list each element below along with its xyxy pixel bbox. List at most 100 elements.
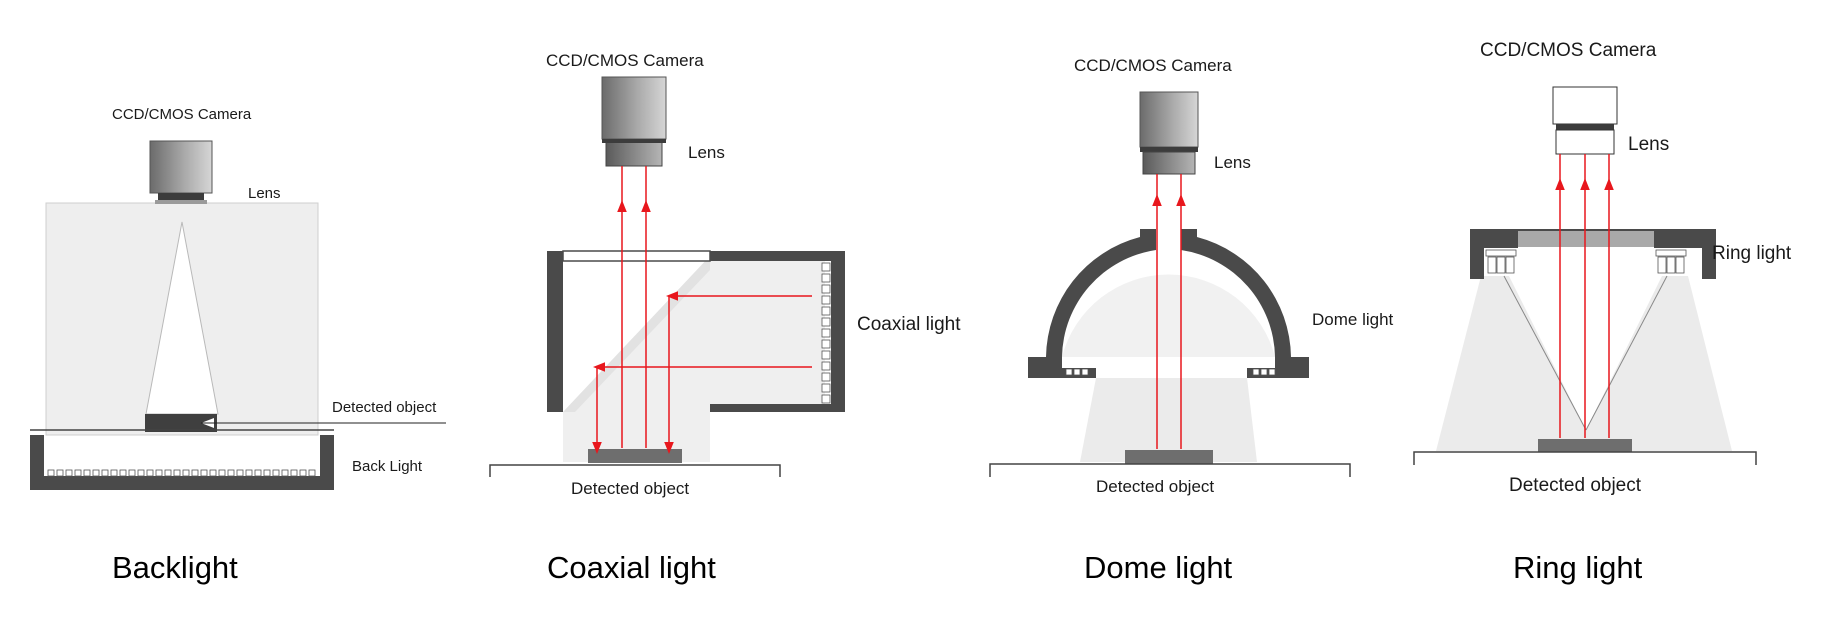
lens-collar (1140, 147, 1198, 152)
led (245, 469, 253, 477)
lens-ring (155, 200, 207, 204)
led (821, 262, 831, 272)
dome-aperture (1156, 231, 1181, 248)
led (191, 469, 199, 477)
led (1657, 256, 1667, 274)
led (146, 469, 154, 477)
led (821, 317, 831, 327)
led-bar (1655, 249, 1687, 257)
lens-collar (602, 139, 666, 143)
dome-interior (1062, 274, 1275, 357)
stage-line (1413, 451, 1757, 465)
camera-body (1139, 91, 1199, 148)
lens (1555, 129, 1615, 155)
led (227, 469, 235, 477)
stage-line (989, 463, 1351, 477)
stage-line (489, 464, 781, 477)
object-label: Detected object (1509, 475, 1642, 496)
detected-object (1538, 439, 1632, 452)
led (821, 273, 831, 283)
led (173, 469, 181, 477)
reflect-line-left (1503, 275, 1587, 431)
led (1252, 368, 1260, 376)
led (119, 469, 127, 477)
caption-ring: Ring light (1513, 550, 1643, 585)
led (263, 469, 271, 477)
camera-label: CCD/CMOS Camera (112, 106, 252, 123)
led (272, 469, 280, 477)
led (821, 394, 831, 404)
panel-dome: CCD/CMOS Camera Lens Dome light Detected… (989, 56, 1394, 585)
led (254, 469, 262, 477)
led (182, 469, 190, 477)
light-field (563, 256, 825, 462)
backlight-leds (47, 469, 316, 477)
led (137, 469, 145, 477)
led-bar (1485, 249, 1517, 257)
led (92, 469, 100, 477)
panel-coaxial: CCD/CMOS Camera Lens Coaxial light Detec… (489, 51, 961, 585)
lens (605, 141, 663, 167)
ring-window (1518, 231, 1654, 247)
detected-object (1125, 450, 1213, 464)
lens-label: Lens (688, 143, 725, 162)
led (209, 469, 217, 477)
led (110, 469, 118, 477)
led (821, 306, 831, 316)
led (821, 295, 831, 305)
led (56, 469, 64, 477)
caption-coaxial: Coaxial light (547, 550, 716, 585)
object-label: Detected object (332, 399, 437, 416)
reflect-line-right (1585, 275, 1668, 431)
ring-leds (1485, 249, 1687, 274)
led (1505, 256, 1515, 274)
backlight-housing (30, 435, 334, 490)
led (200, 469, 208, 477)
camera-label: CCD/CMOS Camera (1074, 56, 1232, 75)
coaxial-leds (821, 262, 831, 404)
led (1496, 256, 1506, 274)
led (1268, 368, 1276, 376)
led (821, 372, 831, 382)
led (1675, 256, 1685, 274)
light-label: Back Light (352, 458, 423, 475)
led (155, 469, 163, 477)
led (83, 469, 91, 477)
led (821, 361, 831, 371)
caption-dome: Dome light (1084, 550, 1233, 585)
lens-label: Lens (1628, 134, 1669, 155)
object-label: Detected object (571, 479, 689, 498)
led (1081, 368, 1089, 376)
led (821, 350, 831, 360)
led (1065, 368, 1073, 376)
camera-label: CCD/CMOS Camera (1480, 40, 1657, 61)
lens-label: Lens (248, 185, 281, 202)
led (1073, 368, 1081, 376)
camera-body (1552, 86, 1618, 125)
caption-backlight: Backlight (112, 550, 238, 585)
light-label: Dome light (1312, 310, 1394, 329)
light-label: Coaxial light (857, 314, 961, 335)
dome-leds (1065, 368, 1276, 376)
lens-collar (1556, 124, 1614, 130)
led (74, 469, 82, 477)
object-label: Detected object (1096, 477, 1214, 496)
led (821, 383, 831, 393)
camera-label: CCD/CMOS Camera (546, 51, 704, 70)
light-field-lower (1080, 378, 1257, 462)
panel-ring: CCD/CMOS Camera Lens Ring light Detected… (1413, 40, 1792, 585)
led (128, 469, 136, 477)
led (290, 469, 298, 477)
led (299, 469, 307, 477)
dome-shell (1046, 229, 1291, 357)
led (1666, 256, 1676, 274)
lens (1142, 151, 1196, 175)
led (164, 469, 172, 477)
led (1487, 256, 1497, 274)
led (101, 469, 109, 477)
led (821, 284, 831, 294)
detected-object (145, 414, 217, 432)
led (821, 339, 831, 349)
light-label: Ring light (1712, 243, 1792, 264)
